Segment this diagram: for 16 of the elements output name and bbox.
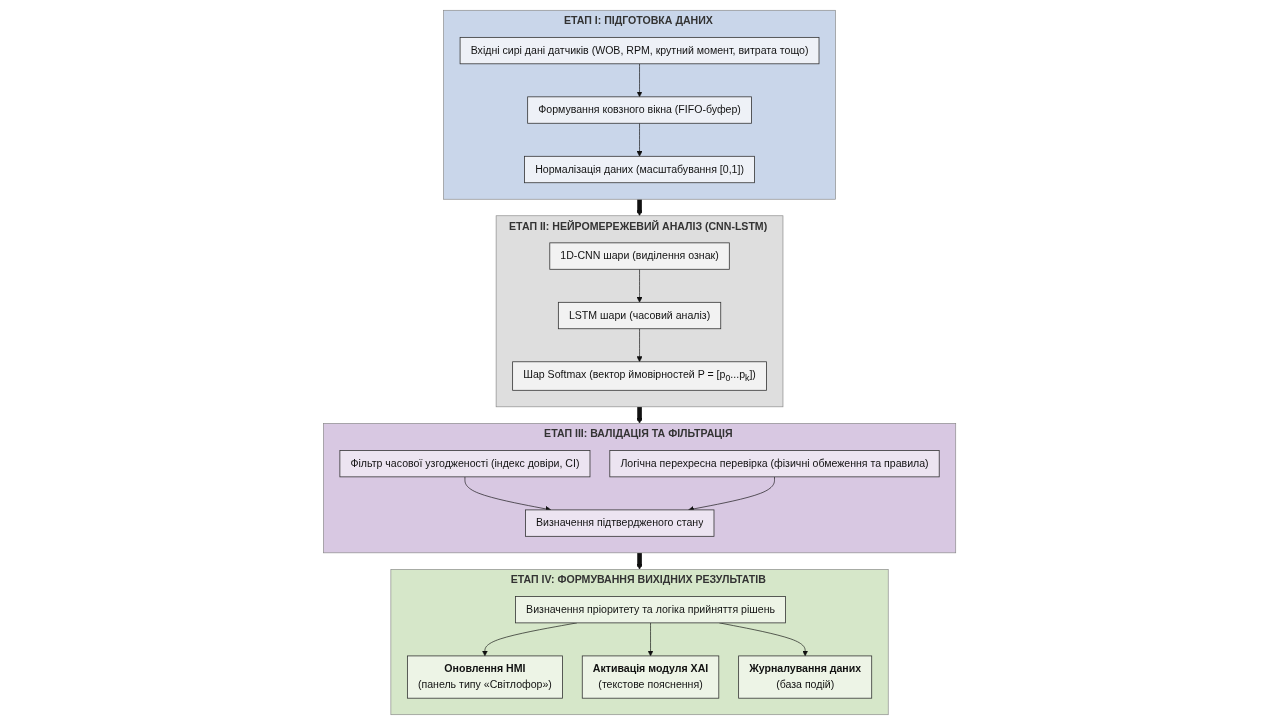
- arrow: [636, 551, 643, 570]
- arrow: [636, 405, 643, 424]
- node-box: Шар Softmax (вектор ймовірностей P = [p$_{0}$...p$_{k}$]): [512, 361, 767, 391]
- node-box: Фільтр часової узгодженості (індекс довіри, CI): [339, 450, 591, 478]
- node-box: Формування ковзного вікна (FIFO-буфер): [527, 96, 752, 124]
- node-box: Журналування даних (база подій): [738, 655, 873, 699]
- node-box: Оновлення HMI (панель типу «Світлофор»): [406, 655, 563, 699]
- node-box: Нормалізація даних (масштабування [0,1]): [524, 155, 755, 184]
- node-box: LSTM шари (часовий аналіз): [557, 301, 722, 330]
- node-box: 1D-CNN шари (виділення ознак): [549, 242, 730, 270]
- node-box: Визначення підтвердженого стану: [525, 509, 715, 537]
- node-box: Активація модуля XAI (текстове пояснення): [581, 655, 720, 699]
- node-box: Вхідні сирі дані датчиків (WOB, RPM, крутний момент, витрата тощо): [459, 36, 820, 65]
- node-box: Логічна перехресна перевірка (фізичні обмеження та правила): [609, 450, 940, 478]
- arrow: [636, 198, 643, 217]
- node-box: Визначення пріоритету та логіка прийняття рішень: [515, 596, 786, 624]
